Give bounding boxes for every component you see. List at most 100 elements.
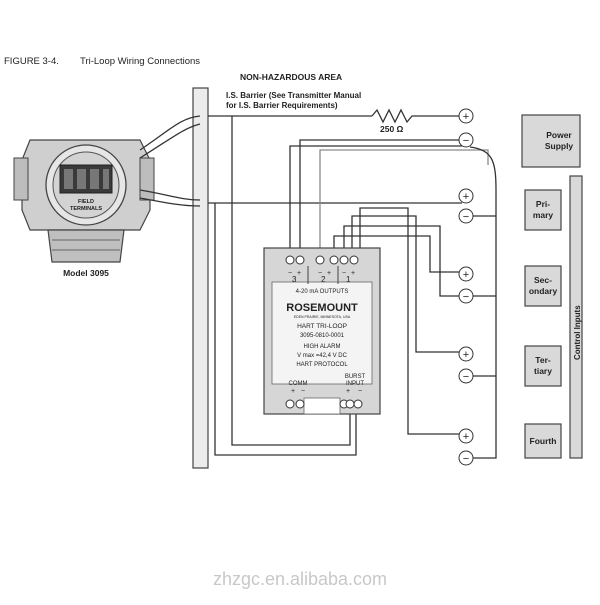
- figure-title: Tri-Loop Wiring Connections: [80, 56, 200, 67]
- barrier-label-line1: I.S. Barrier (See Transmitter Manual: [226, 91, 361, 100]
- primary-label-line2: mary: [533, 210, 554, 220]
- ch-spare-wire: [319, 149, 489, 258]
- field-terminals-label-line2: TERMINALS: [70, 206, 102, 212]
- comm-minus-wire: [214, 203, 357, 456]
- ch2-minus-sign: −: [318, 270, 322, 277]
- comm-plus-sign: +: [291, 388, 295, 395]
- secondary-box: [524, 265, 562, 307]
- tertiary-box: [524, 345, 562, 387]
- ch3-minus-wire: [343, 225, 462, 297]
- tertiary-label-line1: Ter-: [535, 355, 551, 365]
- triloop-power-plus-wire: [299, 139, 462, 258]
- primary-plus-symbol: +: [463, 191, 469, 203]
- ch1-plus-wire: [359, 207, 462, 435]
- secondary-plus-symbol: +: [463, 269, 469, 281]
- channel-1-label: 1: [346, 275, 351, 284]
- fourth-plus-symbol: +: [463, 431, 469, 443]
- secondary-minus-terminal: [458, 288, 474, 304]
- terminal-3-plus: [295, 255, 305, 265]
- power-plus-symbol: +: [463, 111, 469, 123]
- primary-minus-terminal: [458, 208, 474, 224]
- resistor-250-ohm: [371, 108, 462, 124]
- primary-label-line1: Pri-: [536, 199, 550, 209]
- ch3-plus-wire: [333, 235, 462, 273]
- terminal-1-plus: [349, 255, 359, 265]
- ch1-plus-sign: +: [351, 270, 355, 277]
- primary-box: [524, 189, 562, 231]
- product-name: HART TRI-LOOP: [297, 323, 347, 330]
- burst-plus-terminal-2: [345, 399, 355, 409]
- burst-plus-sign: +: [346, 388, 350, 395]
- tertiary-minus-symbol: −: [463, 371, 469, 383]
- model-label: Model 3095: [63, 268, 109, 278]
- fourth-label: Fourth: [530, 436, 557, 446]
- alarm-setting: HIGH ALARM: [303, 344, 340, 350]
- secondary-plus-terminal: [458, 266, 474, 282]
- model-3095-transmitter: FIELD TERMINALS: [13, 139, 155, 263]
- cable-minus: [139, 189, 201, 201]
- secondary-label-line2: ondary: [529, 286, 558, 296]
- triloop-power-minus-wire: [289, 145, 462, 258]
- rosemount-logo: ROSEMOUNT: [286, 302, 358, 314]
- power-supply-label-line1: Power: [546, 130, 572, 140]
- field-terminals-label-line1: FIELD: [78, 199, 94, 205]
- part-number: 3095-0810-0001: [300, 333, 345, 339]
- figure-number: FIGURE 3-4.: [4, 56, 59, 67]
- ch1-minus-sign: −: [342, 270, 346, 277]
- comm-minus-sign: −: [301, 388, 305, 395]
- tertiary-plus-symbol: +: [463, 349, 469, 361]
- terminal-2-minus: [315, 255, 325, 265]
- tertiary-plus-terminal: [458, 346, 474, 362]
- secondary-minus-symbol: −: [463, 291, 469, 303]
- watermark: zhzgc.en.alibaba.com: [213, 569, 387, 589]
- channel-3-label: 3: [292, 275, 297, 284]
- ch3-plus-sign: +: [297, 270, 301, 277]
- tertiary-label-line2: tiary: [534, 366, 552, 376]
- burst-minus-terminal: [353, 399, 363, 409]
- terminal-2-plus: [329, 255, 339, 265]
- hart-tri-loop-module: − + 3 − + 2 − + 1 4-20 mA OUTPUTS ROSEMO…: [263, 247, 381, 415]
- resistor-label: 250 Ω: [380, 124, 404, 134]
- output-terminals: [285, 255, 359, 265]
- outputs-label: 4-20 mA OUTPUTS: [296, 289, 349, 295]
- area-label: NON-HAZARDOUS AREA: [240, 72, 342, 82]
- fourth-minus-terminal: [458, 450, 474, 466]
- power-plus-terminal: [458, 108, 474, 124]
- cable-minus-2: [139, 197, 201, 207]
- power-supply-label-line2: Supply: [545, 141, 574, 151]
- is-barrier-bar: [192, 87, 209, 469]
- channel-2-label: 2: [321, 275, 326, 284]
- comm-label: COMM: [289, 381, 308, 387]
- terminal-1-minus: [339, 255, 349, 265]
- fourth-minus-symbol: −: [463, 453, 469, 465]
- return-bus: [469, 146, 497, 459]
- input-terminals: + − + − + − + − + −: [458, 108, 474, 466]
- power-minus-symbol: −: [463, 135, 469, 147]
- protocol-label: HART PROTOCOL: [296, 362, 348, 368]
- comm-minus-terminal: [295, 399, 305, 409]
- power-supply-box: [521, 114, 581, 168]
- power-minus-terminal: [458, 132, 474, 148]
- fourth-box: [524, 423, 562, 459]
- ch3-minus-sign: −: [288, 270, 292, 277]
- cable-plus-2: [139, 123, 201, 159]
- burst-label-line2: INPUT: [346, 381, 364, 387]
- fourth-plus-terminal: [458, 428, 474, 444]
- barrier-label-line2: for I.S. Barrier Requirements): [226, 101, 338, 110]
- terminal-3-minus: [285, 255, 295, 265]
- comm-plus-terminal: [285, 399, 295, 409]
- tertiary-minus-terminal: [458, 368, 474, 384]
- control-inputs-frame: [569, 175, 583, 459]
- primary-minus-symbol: −: [463, 211, 469, 223]
- secondary-label-line1: Sec-: [534, 275, 552, 285]
- comm-plus-wire: [231, 116, 351, 446]
- ch2-plus-wire: [351, 215, 462, 353]
- control-inputs-label: Control Inputs: [573, 305, 582, 360]
- burst-label-line1: BURST: [345, 374, 366, 380]
- brand-location: EDEN PRAIRIE, MINNESOTA, USA: [294, 315, 351, 319]
- primary-plus-terminal: [458, 188, 474, 204]
- voltage-rating: V max =42,4 V DC: [297, 353, 348, 359]
- cable-plus: [139, 115, 201, 151]
